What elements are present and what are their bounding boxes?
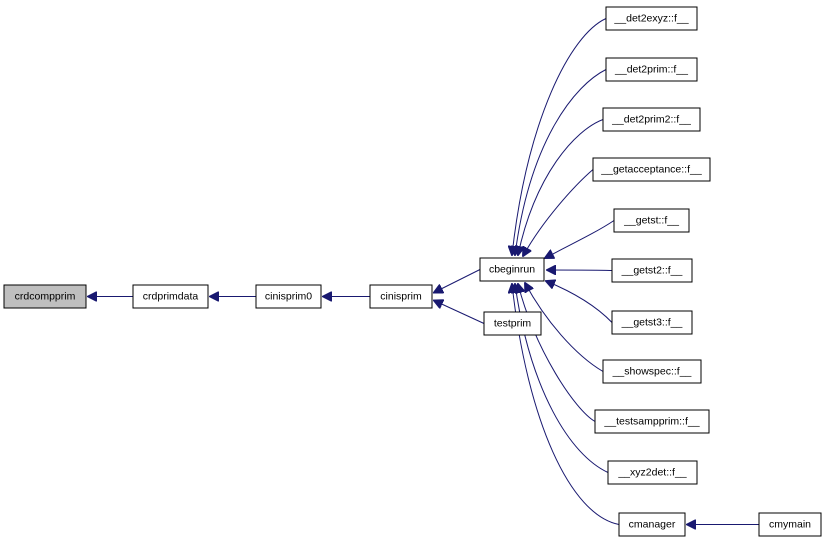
node-label: __getst3::f__ <box>621 317 683 329</box>
edge-det2exyz-to-cbeginrun <box>512 18 607 256</box>
node-box <box>592 157 711 182</box>
edge-testprim-to-cinisprim <box>434 301 485 324</box>
node-box <box>611 310 693 335</box>
node-box <box>369 284 433 309</box>
edge-getacceptance-to-cbeginrun <box>523 169 594 257</box>
node-label: __det2prim2::f__ <box>611 114 691 126</box>
node-label: cmanager <box>629 519 676 531</box>
node-label: testprim <box>494 318 532 330</box>
node-label: __testsampprim::f__ <box>603 416 699 428</box>
node-testsampprim[interactable]: __testsampprim::f__ <box>594 409 710 434</box>
node-box <box>611 258 693 283</box>
node-box <box>618 512 686 537</box>
node-cbeginrun[interactable]: cbeginrun <box>479 257 545 282</box>
node-box <box>758 512 822 537</box>
edge-det2prim2-to-cbeginrun <box>518 119 604 256</box>
node-label: cmymain <box>769 519 811 531</box>
node-label: __det2prim::f__ <box>614 64 688 76</box>
node-label: __xyz2det::f__ <box>617 467 686 479</box>
node-crdprimdata[interactable]: crdprimdata <box>132 284 209 309</box>
node-testprim[interactable]: testprim <box>483 311 542 336</box>
edge-getst2-to-cbeginrun <box>547 270 613 271</box>
node-box <box>132 284 209 309</box>
node-label: crdcompprim <box>15 291 76 303</box>
node-label: __getst::f__ <box>623 215 679 227</box>
node-label: __det2exyz::f__ <box>613 13 688 25</box>
node-label: cbeginrun <box>489 264 535 276</box>
edge-showspec-to-cbeginrun <box>525 283 604 372</box>
node-box <box>483 311 542 336</box>
node-getacceptance[interactable]: __getacceptance::f__ <box>592 157 711 182</box>
node-box <box>479 257 545 282</box>
node-cinisprim[interactable]: cinisprim <box>369 284 433 309</box>
node-box <box>602 359 702 384</box>
node-getst3[interactable]: __getst3::f__ <box>611 310 693 335</box>
node-label: cinisprim0 <box>265 291 312 303</box>
edge-getst-to-cbeginrun <box>545 220 615 259</box>
edge-det2prim-to-cbeginrun <box>515 69 607 256</box>
node-box <box>605 57 698 82</box>
node-det2prim[interactable]: __det2prim::f__ <box>605 57 698 82</box>
node-showspec[interactable]: __showspec::f__ <box>602 359 702 384</box>
node-det2exyz[interactable]: __det2exyz::f__ <box>605 6 698 31</box>
node-xyz2det[interactable]: __xyz2det::f__ <box>607 460 698 485</box>
node-box <box>594 409 710 434</box>
node-getst[interactable]: __getst::f__ <box>613 208 690 233</box>
node-det2prim2[interactable]: __det2prim2::f__ <box>602 107 701 132</box>
node-cinisprim0[interactable]: cinisprim0 <box>255 284 322 309</box>
edge-cbeginrun-to-cinisprim <box>434 269 481 293</box>
node-cmymain[interactable]: cmymain <box>758 512 822 537</box>
node-box <box>255 284 322 309</box>
edge-testsampprim-to-cbeginrun <box>518 284 596 422</box>
node-box <box>607 460 698 485</box>
node-cmanager[interactable]: cmanager <box>618 512 686 537</box>
node-box <box>3 284 87 309</box>
node-label: __getst2::f__ <box>621 265 683 277</box>
node-box <box>613 208 690 233</box>
node-label: __showspec::f__ <box>612 366 692 378</box>
node-crdcompprim[interactable]: crdcompprim <box>3 284 87 309</box>
node-label: crdprimdata <box>143 291 199 303</box>
node-label: __getacceptance::f__ <box>600 164 702 176</box>
node-label: cinisprim <box>380 291 422 303</box>
node-box <box>605 6 698 31</box>
edge-getst3-to-cbeginrun <box>546 281 613 323</box>
node-box <box>602 107 701 132</box>
node-getst2[interactable]: __getst2::f__ <box>611 258 693 283</box>
